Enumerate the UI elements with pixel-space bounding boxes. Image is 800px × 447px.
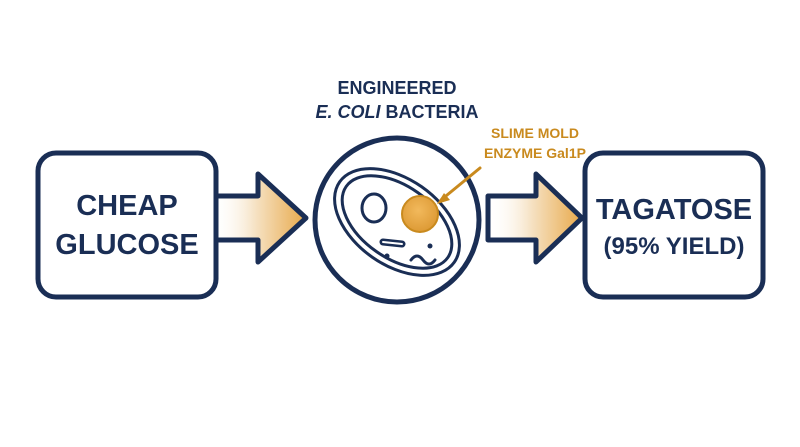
process-title: ENGINEERED E. COLI BACTERIA <box>315 78 478 122</box>
bacterium-cell-icon <box>333 167 461 277</box>
output-box: TAGATOSE (95% YIELD) <box>582 150 766 300</box>
process-title-rest: BACTERIA <box>381 102 479 122</box>
enzyme-pointer-arrow <box>437 166 482 204</box>
enzyme-label-line1: SLIME MOLD <box>491 125 579 141</box>
process-title-line2: E. COLI BACTERIA <box>315 102 478 122</box>
output-label-line2: (95% YIELD) <box>604 233 745 260</box>
input-label-line2: GLUCOSE <box>55 229 198 261</box>
process-title-line1: ENGINEERED <box>337 78 456 98</box>
output-label-line1: TAGATOSE <box>596 194 752 226</box>
enzyme-label: SLIME MOLD ENZYME Gal1P <box>484 125 586 161</box>
input-arrow <box>209 171 309 265</box>
output-arrow <box>485 171 585 265</box>
process-title-italic: E. COLI <box>315 102 381 122</box>
enzyme-label-line2: ENZYME Gal1P <box>484 145 586 161</box>
enzyme-icon <box>401 195 439 233</box>
input-label-line1: CHEAP <box>76 190 178 222</box>
input-box: CHEAP GLUCOSE <box>35 150 219 300</box>
